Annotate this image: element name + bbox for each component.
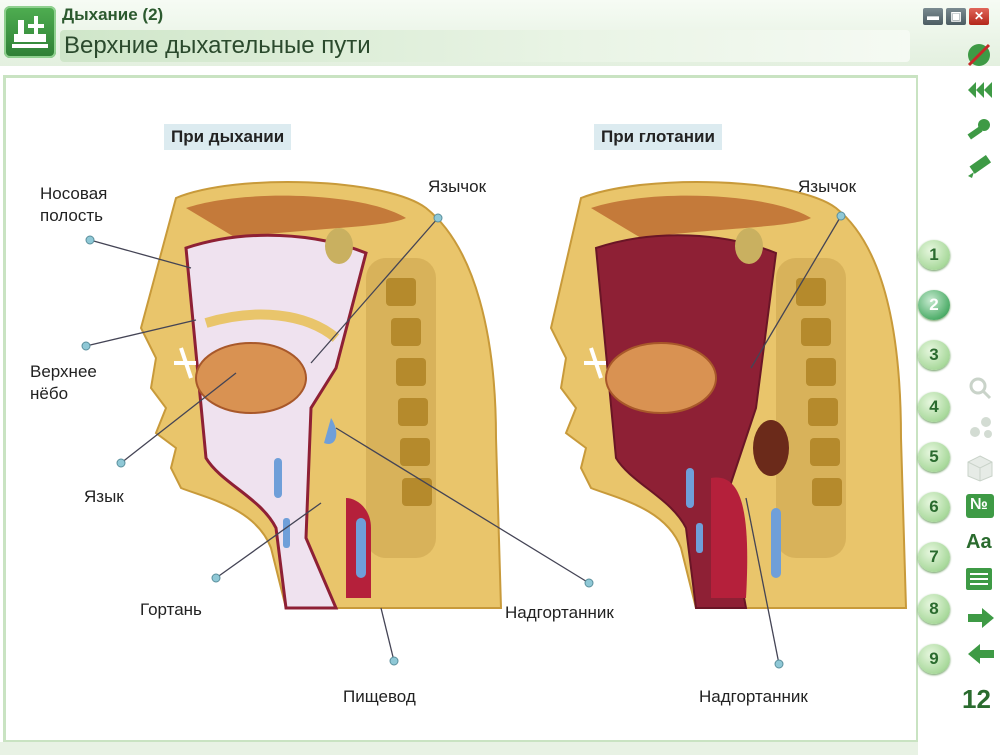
- slide-button-1[interactable]: 1: [918, 240, 950, 270]
- figure-panel: При дыхании При глотании Носовая полость…: [3, 75, 919, 743]
- status-bar: [0, 742, 1000, 755]
- slide-button-8[interactable]: 8: [918, 594, 950, 624]
- molecule-icon[interactable]: [968, 414, 994, 440]
- minimize-button[interactable]: ▬: [923, 8, 943, 25]
- slide-button-9[interactable]: 9: [918, 644, 950, 674]
- rewind-icon[interactable]: [964, 78, 994, 102]
- number-button[interactable]: №: [966, 494, 994, 518]
- slide-button-4[interactable]: 4: [918, 392, 950, 422]
- slide-button-2[interactable]: 2: [918, 290, 950, 320]
- left-caption: При дыхании: [164, 124, 292, 150]
- window-controls: ▬ ▣ ✕: [923, 8, 989, 25]
- label-tongue: Язык: [84, 487, 124, 506]
- number-label: №: [970, 496, 988, 513]
- right-caption: При глотании: [594, 124, 722, 150]
- label-upper-palate: Верхнее нёбо: [30, 362, 97, 403]
- marker-icon[interactable]: [964, 152, 994, 180]
- app-logo-icon: [4, 6, 56, 58]
- prev-arrow-icon[interactable]: [966, 642, 996, 666]
- maximize-button[interactable]: ▣: [946, 8, 966, 25]
- zoom-icon[interactable]: [968, 376, 992, 400]
- slide-button-6[interactable]: 6: [918, 492, 950, 522]
- cube-icon[interactable]: [966, 454, 994, 482]
- label-nasal-cavity: Носовая полость: [40, 184, 108, 225]
- no-draw-icon[interactable]: [964, 40, 994, 70]
- slide-button-7[interactable]: 7: [918, 542, 950, 572]
- font-size-button[interactable]: Aa: [966, 531, 992, 553]
- label-esophagus: Пищевод: [343, 687, 416, 706]
- left-head-section: [139, 181, 503, 610]
- label-larynx: Гортань: [140, 600, 202, 619]
- section-title: Дыхание (2): [62, 5, 164, 24]
- right-head-section: [549, 181, 908, 609]
- anatomy-illustration: [81, 181, 908, 669]
- close-button[interactable]: ✕: [969, 8, 989, 25]
- label-epiglottis-left: Надгортанник: [505, 603, 614, 622]
- pointer-icon[interactable]: [964, 116, 994, 144]
- list-icon[interactable]: [964, 566, 994, 592]
- label-uvula-left: Язычок: [428, 177, 487, 196]
- slide-button-3[interactable]: 3: [918, 340, 950, 370]
- page-number: 12: [962, 684, 991, 714]
- page-title: Верхние дыхательные пути: [64, 32, 371, 59]
- slide-button-5[interactable]: 5: [918, 442, 950, 472]
- label-uvula-right: Язычок: [798, 177, 857, 196]
- label-epiglottis-right: Надгортанник: [699, 687, 808, 706]
- page-title-bar: [60, 30, 910, 62]
- next-arrow-icon[interactable]: [966, 606, 996, 630]
- title-bar: Дыхание (2) Верхние дыхательные пути ▬ ▣…: [0, 0, 1000, 66]
